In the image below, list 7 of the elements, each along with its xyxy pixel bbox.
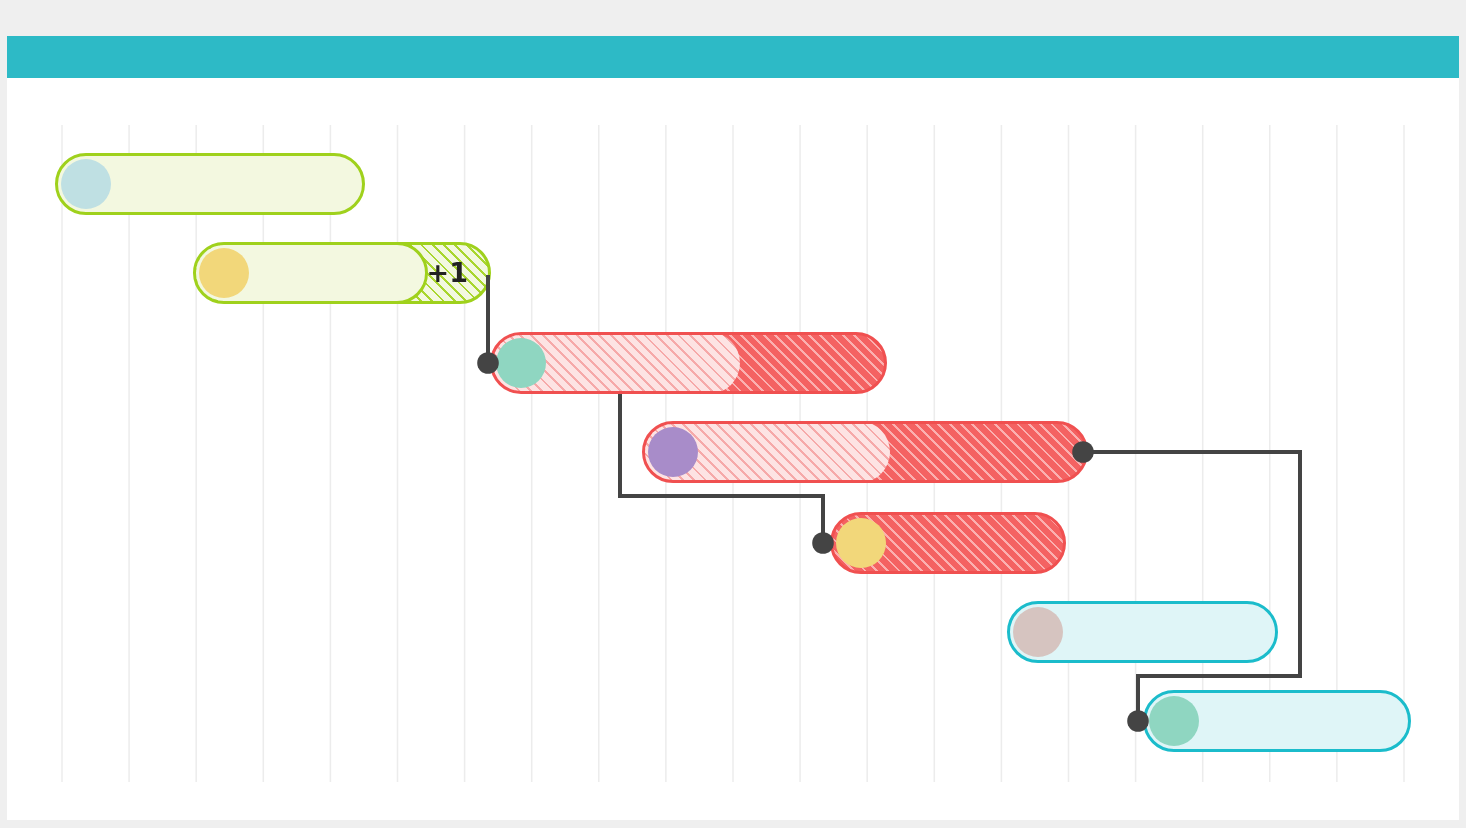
task-bar (830, 512, 1066, 574)
task-bar (1143, 690, 1411, 752)
task-bar (193, 242, 491, 304)
dependency-connector (618, 394, 834, 554)
dependency-connector (1072, 441, 1302, 732)
task-bar (1007, 601, 1278, 663)
dependency-connector (477, 275, 499, 374)
